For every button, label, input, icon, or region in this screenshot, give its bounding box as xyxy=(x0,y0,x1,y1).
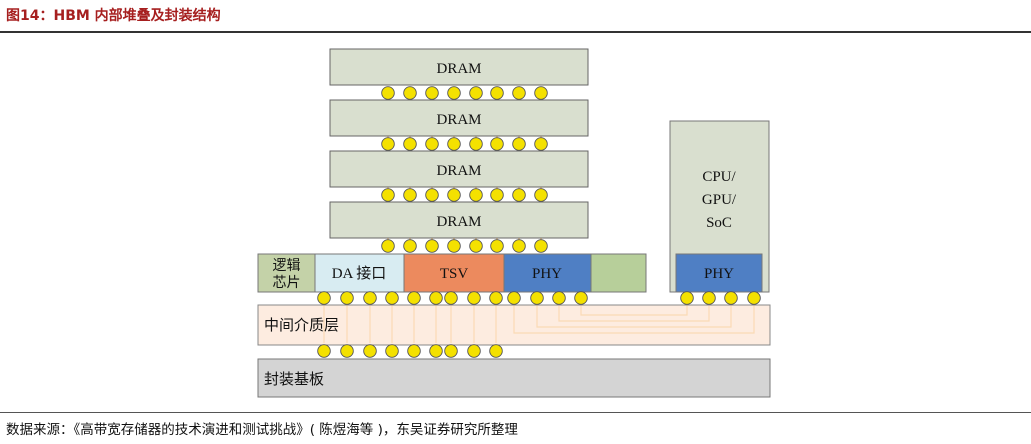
micro-bump-stack xyxy=(469,239,483,253)
processor-die: CPU/ GPU/ SoC PHY xyxy=(669,120,770,293)
tsv-cell xyxy=(403,253,505,293)
micro-bump-logic xyxy=(385,291,399,305)
micro-bump-stack xyxy=(403,86,417,100)
micro-bump-stack xyxy=(403,239,417,253)
micro-bump-substrate xyxy=(429,344,443,358)
micro-bump-stack xyxy=(512,137,526,151)
phy-label-logic: PHY xyxy=(532,266,562,282)
micro-bump-logic xyxy=(340,291,354,305)
logic-spare-cell xyxy=(590,253,647,293)
phy-label-processor: PHY xyxy=(704,266,734,282)
micro-bump-stack xyxy=(469,188,483,202)
micro-bump-stack xyxy=(534,188,548,202)
logic-chip-label-line1: 逻辑 xyxy=(273,258,301,274)
phy-cell-processor xyxy=(675,253,763,293)
logic-die: 逻辑 芯片 DA 接口 TSV PHY xyxy=(257,253,647,293)
micro-bump-stack xyxy=(403,188,417,202)
micro-bump-logic xyxy=(530,291,544,305)
dram-die-4 xyxy=(329,201,589,239)
micro-bump-substrate xyxy=(363,344,377,358)
micro-bump-substrate xyxy=(489,344,503,358)
micro-bump-stack xyxy=(425,239,439,253)
micro-bump-stack xyxy=(534,239,548,253)
micro-bump-stack xyxy=(512,239,526,253)
title-divider xyxy=(0,31,1031,33)
micro-bump-logic xyxy=(407,291,421,305)
package-substrate xyxy=(257,358,771,398)
micro-bump-stack xyxy=(490,188,504,202)
micro-bump-processor xyxy=(724,291,738,305)
micro-bumps xyxy=(317,86,761,358)
micro-bump-stack xyxy=(447,188,461,202)
interposer-layer xyxy=(257,304,771,346)
micro-bump-substrate xyxy=(407,344,421,358)
hbm-diagram: DRAM DRAM DRAM DRAM 中间介质层 封装基板 逻辑 芯片 DA … xyxy=(257,48,771,398)
micro-bump-substrate xyxy=(317,344,331,358)
dram-label-3: DRAM xyxy=(436,163,481,179)
da-port-cell xyxy=(314,253,405,293)
micro-bump-stack xyxy=(469,86,483,100)
processor-label-line2: GPU/ xyxy=(702,192,737,208)
micro-bump-stack xyxy=(381,188,395,202)
micro-bump-logic xyxy=(317,291,331,305)
micro-bump-stack xyxy=(534,137,548,151)
micro-bump-logic xyxy=(489,291,503,305)
logic-chip-cell xyxy=(257,253,316,293)
micro-bump-substrate xyxy=(444,344,458,358)
phy-cell-logic xyxy=(503,253,592,293)
micro-bump-substrate xyxy=(340,344,354,358)
source-note: 数据来源：《高带宽存储器的技术演进和测试挑战》( 陈煜海等 )，东吴证券研究所整… xyxy=(6,422,518,438)
micro-bump-stack xyxy=(425,137,439,151)
micro-bump-stack xyxy=(490,86,504,100)
figure-title: 图14：HBM 内部堆叠及封装结构 xyxy=(6,8,221,24)
micro-bump-stack xyxy=(490,239,504,253)
micro-bump-stack xyxy=(512,86,526,100)
micro-bump-stack xyxy=(403,137,417,151)
dram-die-3 xyxy=(329,150,589,188)
micro-bump-logic xyxy=(507,291,521,305)
micro-bump-substrate xyxy=(385,344,399,358)
dram-stack: DRAM DRAM DRAM DRAM xyxy=(329,48,589,239)
micro-bump-logic xyxy=(552,291,566,305)
micro-bump-stack xyxy=(425,86,439,100)
micro-bump-stack xyxy=(469,137,483,151)
micro-bump-logic xyxy=(429,291,443,305)
micro-bump-processor xyxy=(680,291,694,305)
source-divider xyxy=(0,412,1031,413)
micro-bump-logic xyxy=(444,291,458,305)
processor-label-line3: SoC xyxy=(706,215,732,231)
micro-bump-logic xyxy=(467,291,481,305)
da-port-label: DA 接口 xyxy=(332,265,387,282)
micro-bump-stack xyxy=(534,86,548,100)
micro-bump-substrate xyxy=(467,344,481,358)
tsv-label: TSV xyxy=(440,266,469,282)
dram-die-2 xyxy=(329,99,589,137)
dram-label-1: DRAM xyxy=(436,61,481,77)
micro-bump-stack xyxy=(381,239,395,253)
micro-bump-stack xyxy=(490,137,504,151)
logic-chip-label-line2: 芯片 xyxy=(273,275,301,291)
dram-label-2: DRAM xyxy=(436,112,481,128)
processor-label-line1: CPU/ xyxy=(702,169,736,185)
micro-bump-processor xyxy=(702,291,716,305)
micro-bump-logic xyxy=(574,291,588,305)
micro-bump-stack xyxy=(447,239,461,253)
micro-bump-stack xyxy=(425,188,439,202)
micro-bump-stack xyxy=(381,137,395,151)
dram-label-4: DRAM xyxy=(436,214,481,230)
interposer-label: 中间介质层 xyxy=(264,317,339,334)
micro-bump-stack xyxy=(447,86,461,100)
dram-die-1 xyxy=(329,48,589,86)
micro-bump-stack xyxy=(447,137,461,151)
micro-bump-processor xyxy=(747,291,761,305)
micro-bump-stack xyxy=(381,86,395,100)
micro-bump-logic xyxy=(363,291,377,305)
substrate-label: 封装基板 xyxy=(264,370,324,388)
micro-bump-stack xyxy=(512,188,526,202)
